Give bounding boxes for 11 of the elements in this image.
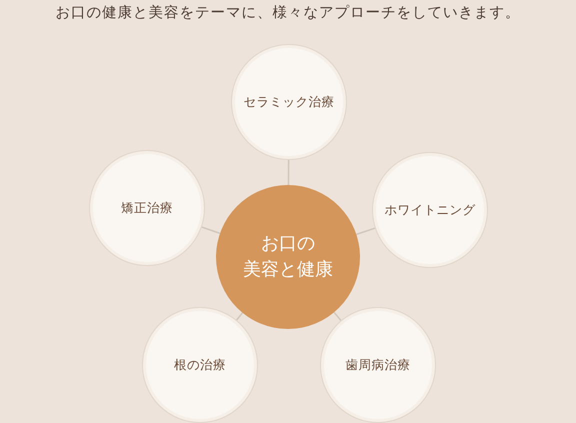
circle-label: セラミック治療 — [244, 94, 334, 110]
connector-line — [236, 312, 244, 320]
circle-label: お口の美容と健康 — [243, 232, 333, 282]
connector-line — [334, 312, 342, 321]
circle-label: ホワイトニング — [384, 202, 476, 218]
circle-label: 根の治療 — [174, 356, 226, 374]
connector-line — [356, 228, 376, 236]
circle-label: 歯周病治療 — [346, 356, 410, 374]
heading: お口の健康と美容をテーマに、様々なアプローチをしていきます。 — [54, 4, 522, 22]
connector-line — [202, 226, 220, 234]
circle-label: 矯正治療 — [121, 200, 173, 216]
